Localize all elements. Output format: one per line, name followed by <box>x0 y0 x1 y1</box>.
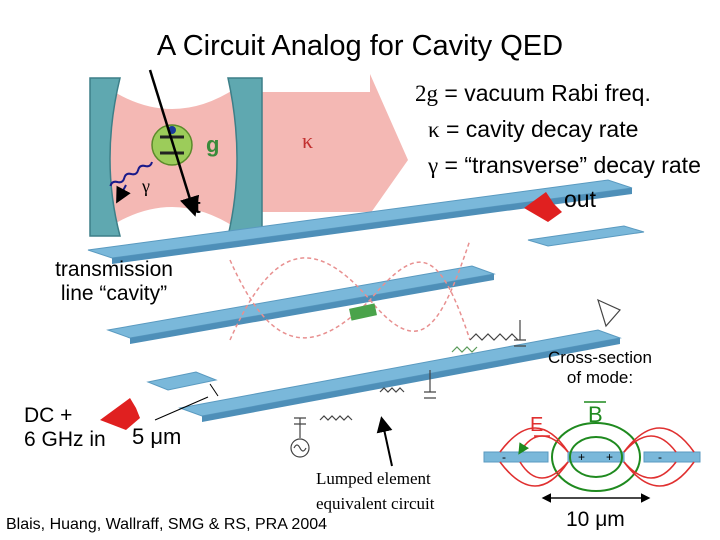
cavity-output-arrow <box>236 74 408 214</box>
atom-transit-arrow <box>148 69 200 217</box>
citation: Blais, Huang, Wallraff, SMG & RS, PRA 20… <box>6 516 328 533</box>
lumped-pointer <box>376 416 393 467</box>
lumped-element-label: Lumped element equivalent circuit <box>316 469 435 513</box>
transmission-line-label: transmission line “cavity” <box>55 258 173 305</box>
lumped-circuit <box>290 298 621 458</box>
page-title: A Circuit Analog for Cavity QED <box>156 30 564 62</box>
cross-section-size-label: 10 μm <box>566 508 625 531</box>
b-field-loop-inner <box>569 436 623 478</box>
size-left-pointer <box>154 396 209 421</box>
transit-t-label: t <box>194 196 201 218</box>
left-ground <box>483 451 549 463</box>
charge-center-1: + <box>578 450 586 464</box>
input-label: DC + 6 GHz in <box>24 404 106 451</box>
red-arrows <box>100 192 562 430</box>
transmission-line <box>87 179 645 422</box>
gamma-label: γ <box>142 176 150 196</box>
qubit-chip <box>349 303 377 321</box>
center-conductor <box>567 451 625 463</box>
cross-section-diagram <box>483 401 701 503</box>
kappa-legend: κ = cavity decay rate <box>428 116 639 142</box>
cross-section-title: Cross-section of mode: <box>548 348 652 387</box>
spontaneous-photon <box>109 161 153 187</box>
out-arrow <box>524 192 562 222</box>
gamma-legend: γ = “transverse” decay rate <box>428 152 701 178</box>
gap-size-label: 5 μm <box>132 424 182 449</box>
source-symbol <box>290 438 310 458</box>
charge-left: - <box>502 450 506 464</box>
b-field-loop-outer <box>551 422 641 492</box>
left-mirror <box>89 77 121 237</box>
e-field-label: E <box>530 414 544 436</box>
kappa-label: κ <box>302 128 314 153</box>
out-label: out <box>564 186 596 212</box>
charge-center-2: + <box>606 450 614 464</box>
cavity-cartoon <box>89 69 408 237</box>
charge-right: - <box>658 450 662 464</box>
standing-wave <box>229 239 471 341</box>
rabi-legend: 2g = vacuum Rabi freq. <box>415 80 651 106</box>
center-strip-input <box>146 371 218 391</box>
in-arrow <box>100 398 140 430</box>
b-field-label: B <box>588 402 603 427</box>
center-strip-right <box>527 225 645 247</box>
right-ground <box>643 451 701 463</box>
gap-pointer <box>209 383 219 397</box>
coupling-g-label: g <box>206 132 220 157</box>
